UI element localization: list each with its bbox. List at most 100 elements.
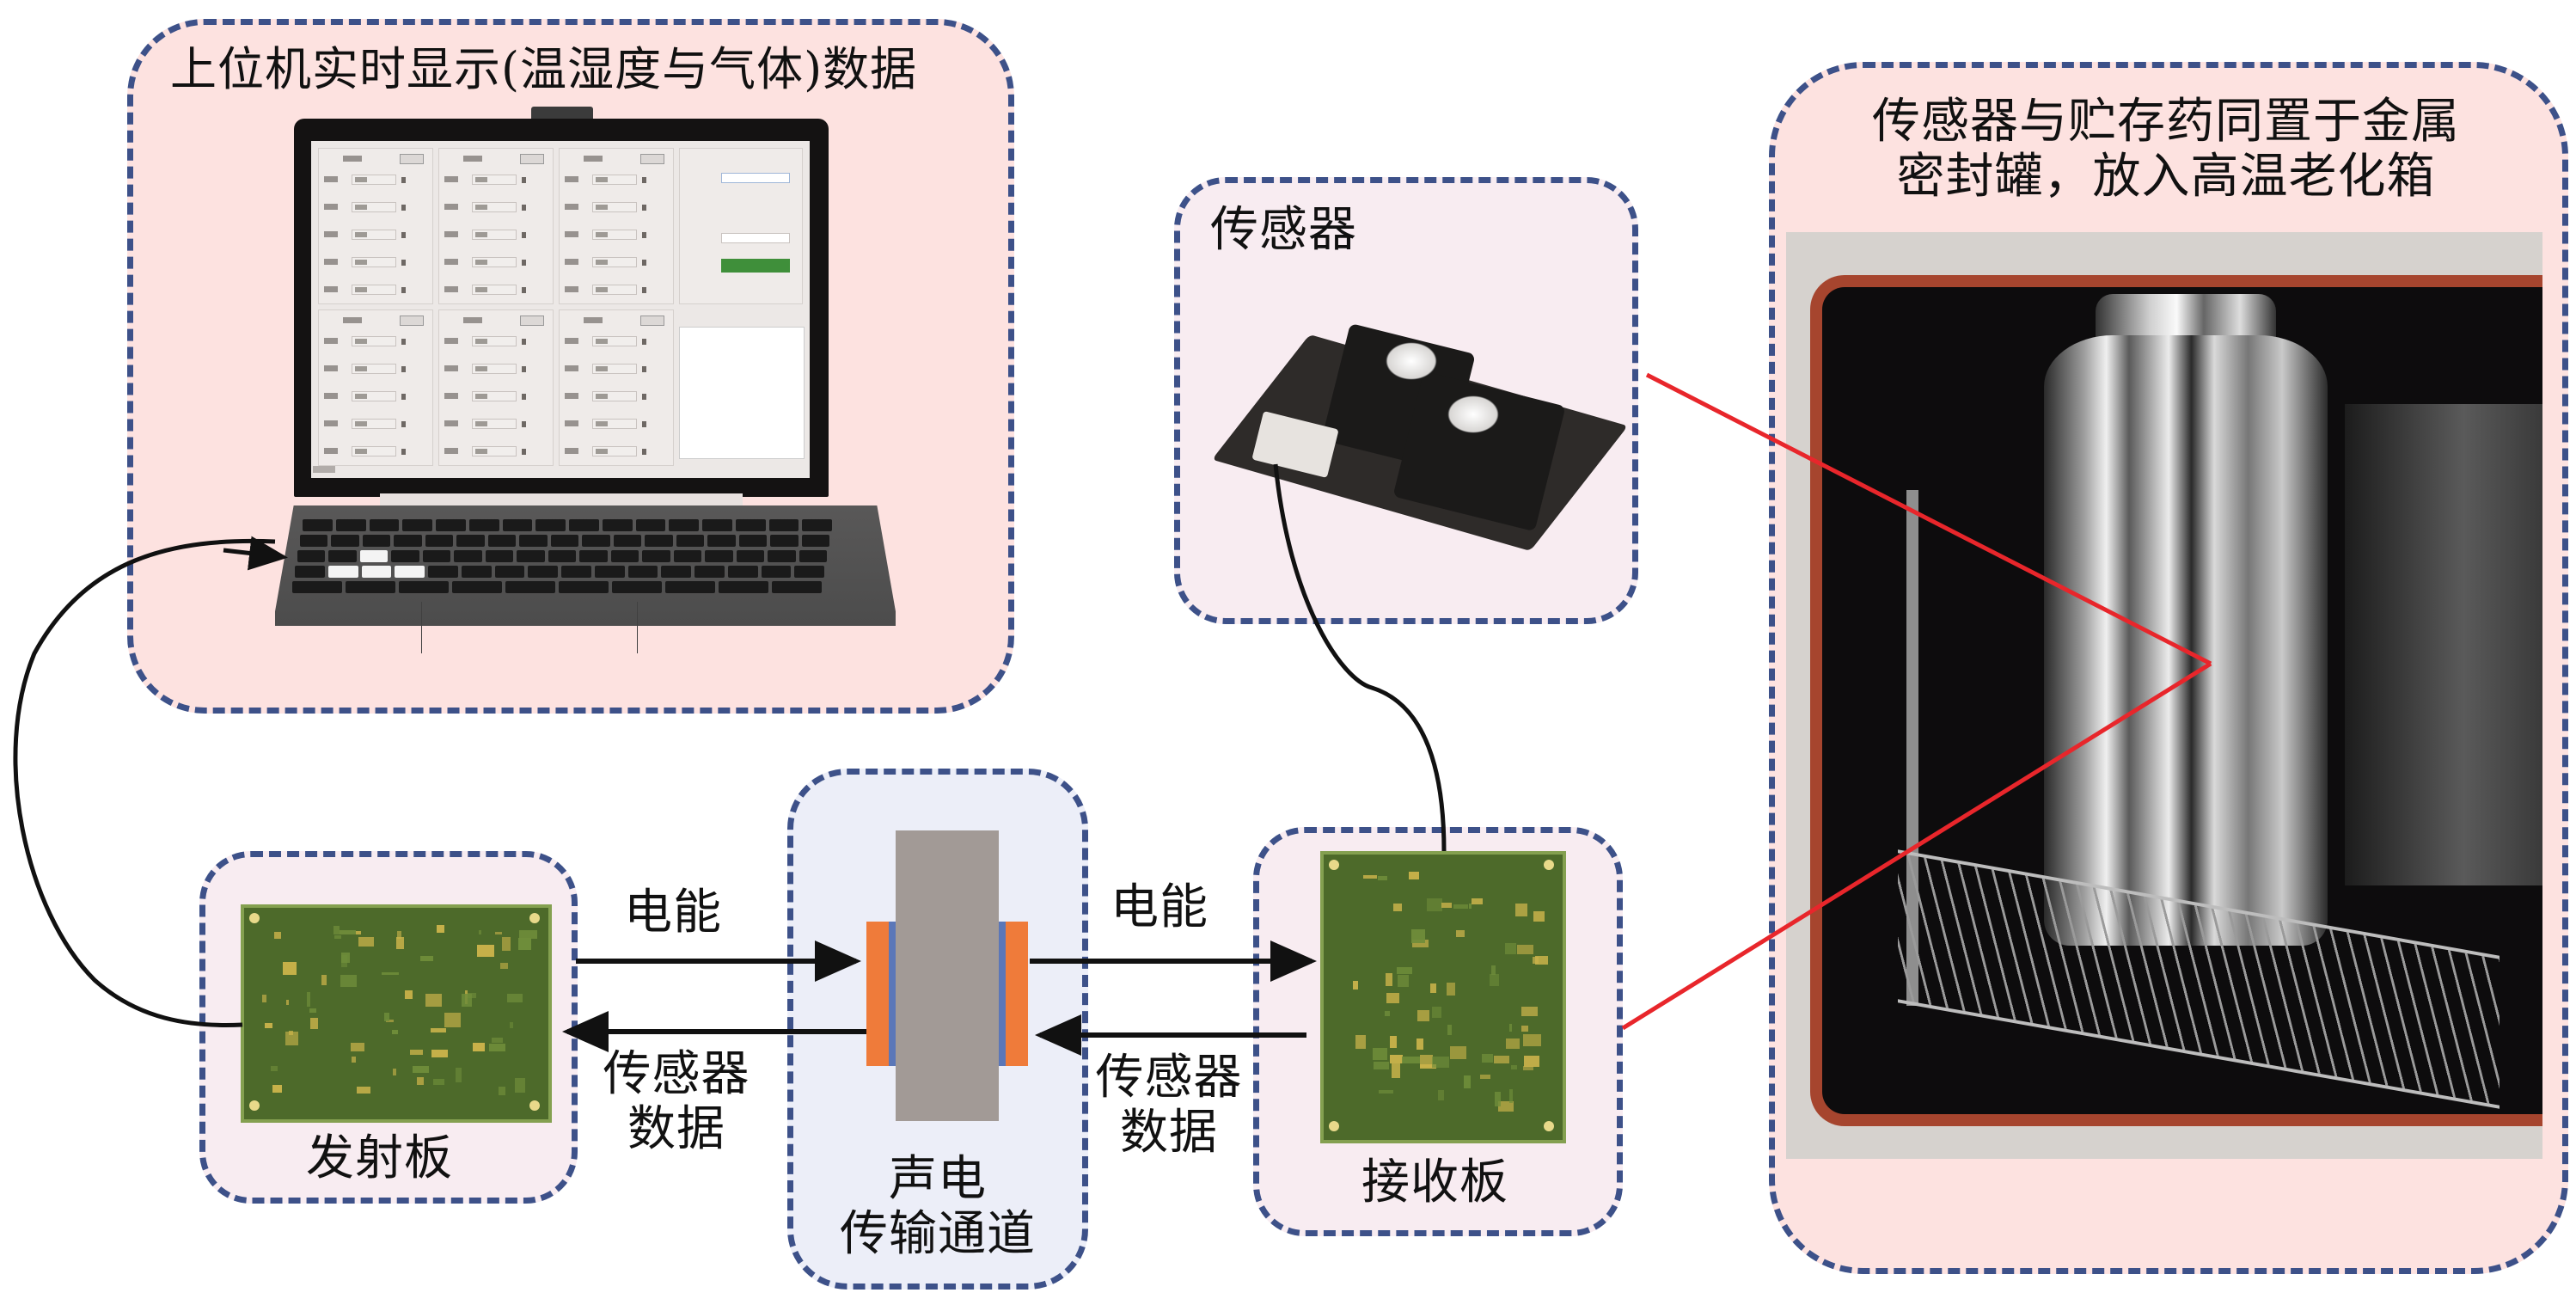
port-input[interactable]	[721, 173, 790, 183]
group-button[interactable]	[520, 154, 544, 164]
value-field[interactable]	[472, 391, 517, 401]
pcb-trace	[384, 1012, 390, 1022]
unit-label	[642, 177, 646, 183]
mounting-hole	[1544, 1121, 1554, 1131]
solder-pad	[285, 1031, 299, 1046]
pcb-trace	[381, 971, 400, 976]
value-field[interactable]	[472, 175, 517, 185]
unit-label	[522, 177, 526, 183]
unit-label	[642, 232, 646, 238]
value-field[interactable]	[592, 391, 637, 401]
status-bar	[313, 466, 335, 473]
value-field[interactable]	[472, 230, 517, 240]
solder-pad	[1355, 1034, 1366, 1050]
keyboard-key	[673, 550, 702, 562]
keyboard-key	[461, 566, 492, 578]
solder-pad	[1416, 1009, 1429, 1021]
value-field[interactable]	[472, 336, 517, 346]
value-field[interactable]	[592, 446, 637, 456]
mounting-hole	[1329, 860, 1339, 870]
value-field[interactable]	[352, 285, 396, 295]
value-field[interactable]	[592, 257, 637, 267]
value-field[interactable]	[352, 391, 396, 401]
value-field[interactable]	[472, 257, 517, 267]
value-field[interactable]	[352, 336, 396, 346]
group-title	[584, 156, 603, 162]
value-field[interactable]	[352, 364, 396, 374]
settings-panel	[679, 148, 803, 304]
value-field[interactable]	[592, 336, 637, 346]
value-field[interactable]	[592, 202, 637, 212]
start-button[interactable]	[721, 259, 790, 273]
value-field[interactable]	[592, 175, 637, 185]
keyboard-key	[300, 535, 328, 547]
unit-label	[642, 449, 646, 455]
keyboard-key	[768, 519, 799, 531]
pcb-trace	[333, 935, 341, 939]
value-field[interactable]	[592, 419, 637, 429]
unit-label	[642, 366, 646, 372]
channel-label-line-1: 声电	[889, 1151, 987, 1207]
field-label	[324, 231, 338, 237]
aging-oven-photo	[1786, 232, 2542, 1159]
mounting-hole	[1329, 1121, 1339, 1131]
solder-pad	[1524, 1055, 1539, 1068]
value-field[interactable]	[352, 446, 396, 456]
value-field[interactable]	[472, 285, 517, 295]
value-field[interactable]	[352, 257, 396, 267]
group-button[interactable]	[640, 154, 664, 164]
value-field[interactable]	[472, 202, 517, 212]
right-data-label-line-1: 传感器	[1095, 1050, 1243, 1106]
unit-label	[401, 260, 406, 266]
unit-label	[642, 339, 646, 345]
group-button[interactable]	[400, 316, 424, 326]
log-box[interactable]	[679, 327, 805, 459]
keyboard-key	[738, 535, 768, 547]
channel-label: 声电 传输通道	[787, 1151, 1088, 1263]
pcb-trace	[489, 1043, 505, 1051]
pcb-trace	[498, 1086, 506, 1096]
value-field[interactable]	[472, 419, 517, 429]
solder-pad	[386, 1019, 395, 1023]
value-field[interactable]	[352, 419, 396, 429]
group-title	[343, 317, 362, 323]
value-field[interactable]	[592, 230, 637, 240]
group-button[interactable]	[640, 316, 664, 326]
keyboard-key	[361, 566, 392, 578]
keyboard-key	[391, 550, 419, 562]
value-field[interactable]	[472, 364, 517, 374]
solder-pad	[473, 1042, 485, 1051]
unit-label	[522, 421, 526, 427]
value-field[interactable]	[352, 202, 396, 212]
value-field[interactable]	[472, 446, 517, 456]
pcb-trace	[1398, 975, 1410, 987]
oven-side-wall	[2345, 404, 2542, 885]
keyboard-key	[454, 550, 482, 562]
solder-pad	[358, 936, 375, 947]
value-field[interactable]	[592, 285, 637, 295]
unit-label	[522, 232, 526, 238]
value-field[interactable]	[352, 175, 396, 185]
left-data-label: 传感器 数据	[578, 1046, 775, 1158]
solder-pad	[405, 990, 413, 1000]
keyboard-key	[402, 519, 432, 531]
unit-label	[522, 449, 526, 455]
unit-label	[522, 339, 526, 345]
solder-pad	[1533, 911, 1545, 922]
solder-pad	[417, 1077, 425, 1085]
unit-label	[522, 205, 526, 211]
keyboard-key	[505, 581, 555, 593]
pcb-trace	[1490, 965, 1496, 976]
group-button[interactable]	[400, 154, 424, 164]
pcb-trace	[340, 975, 358, 987]
keyboard-key	[502, 519, 533, 531]
value-field[interactable]	[352, 230, 396, 240]
field-label	[324, 448, 338, 454]
group-button[interactable]	[520, 316, 544, 326]
value-field[interactable]	[592, 364, 637, 374]
keyboard-key	[468, 519, 499, 531]
baud-input[interactable]	[721, 233, 790, 243]
keyboard-key	[642, 550, 670, 562]
solder-pad	[1441, 903, 1452, 909]
sensor-node-group	[559, 148, 674, 304]
